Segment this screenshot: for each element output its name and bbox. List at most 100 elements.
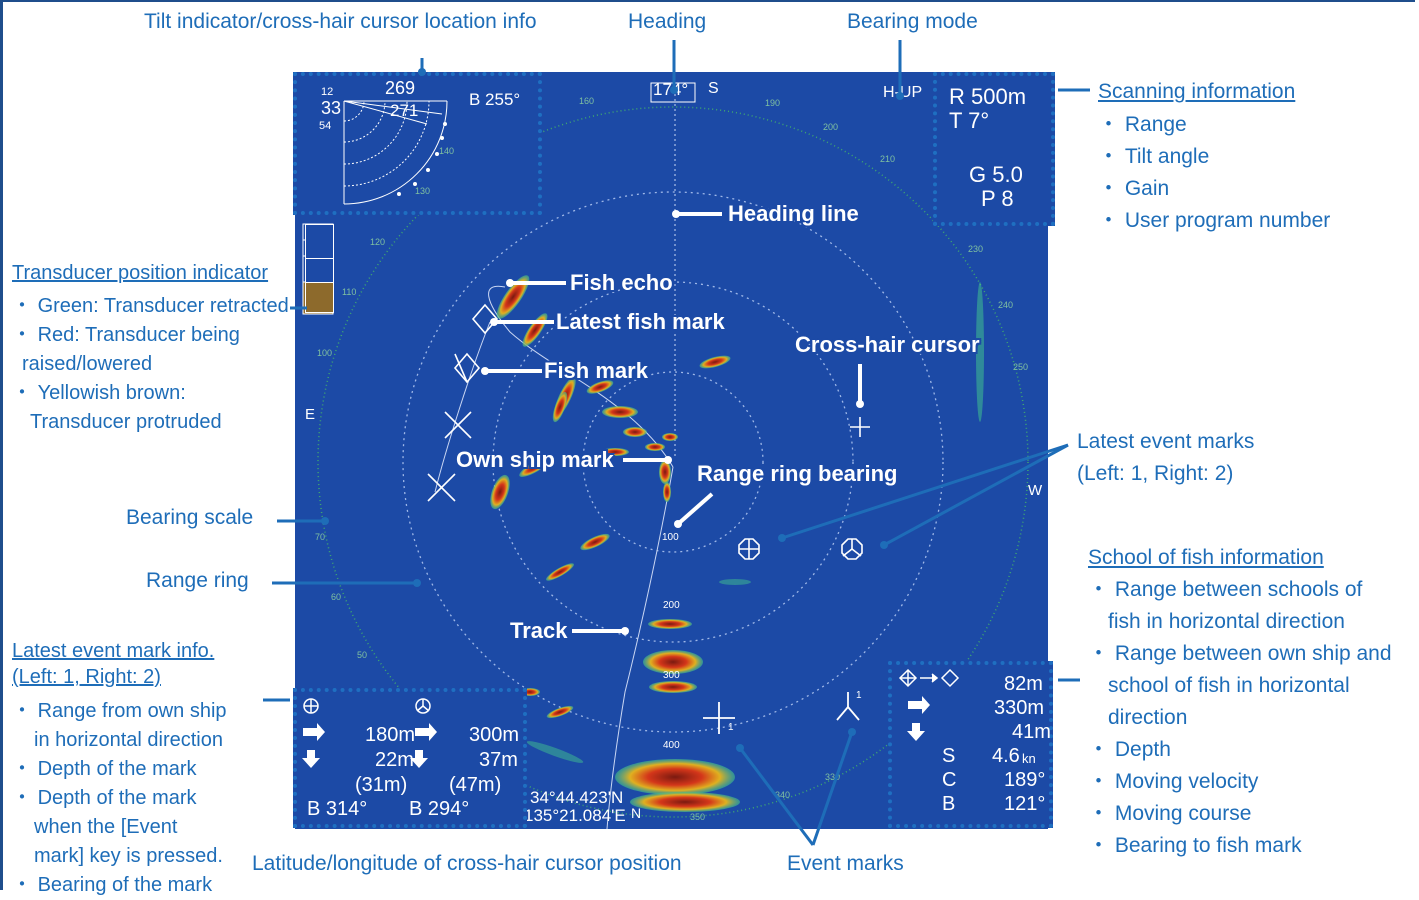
ring-label-200: 200	[663, 600, 680, 611]
range-rings	[402, 191, 944, 733]
scanning-info-box: R 500m T 7° G 5.0 P 8	[933, 72, 1055, 226]
event2-press-depth: (47m)	[449, 774, 502, 796]
scan-program: P 8	[981, 186, 1014, 211]
school-info-box: 82m 330m 41m S 4.6 kn C 189° B 121°	[888, 661, 1053, 828]
heading-letter: S	[708, 80, 719, 97]
range-ring-callout: Range ring	[146, 569, 249, 592]
latest-event-marks-callout: Latest event marks	[1077, 430, 1255, 453]
ring-label-100: 100	[662, 532, 679, 543]
ring-label-300: 300	[663, 670, 680, 681]
transducer-position-indicator	[305, 224, 334, 313]
latest-event-marks	[738, 538, 863, 560]
bearing-tick: 340	[775, 790, 791, 800]
school-bearing: 121°	[1004, 793, 1046, 815]
event1-depth: 22m	[375, 749, 414, 771]
event-mark-sub: 1	[728, 722, 734, 733]
school-ownship-range: 330m	[994, 697, 1045, 719]
bearing-scale-ring	[317, 106, 1029, 818]
transducer-item: ・ Green: Transducer retracted	[12, 295, 289, 317]
school-info-list: ・ Range between schools of fish in horiz…	[1088, 574, 1392, 862]
school-item: ・ Moving course	[1088, 802, 1252, 825]
longitude-value: 135°21.084'E	[524, 806, 626, 825]
event2-bearing: B 294°	[409, 798, 470, 820]
school-item: school of fish in horizontal	[1108, 674, 1350, 697]
fish-mark-label: Fish mark	[544, 358, 648, 383]
event1-bearing: B 314°	[307, 798, 368, 820]
scanning-info-title: Scanning information	[1098, 80, 1296, 103]
bearing-tick: 50	[357, 650, 368, 660]
fish-echoes	[490, 275, 984, 812]
school-bearing-label: B	[942, 793, 956, 815]
transducer-item: Transducer protruded	[30, 411, 222, 433]
scanning-item: ・ User program number	[1098, 209, 1331, 232]
fish-marks	[453, 303, 499, 384]
school-info-title: School of fish information	[1088, 546, 1324, 569]
bearing-scale-callout: Bearing scale	[126, 506, 254, 529]
track-label: Track	[510, 618, 568, 643]
event-info-item: ・ Range from own ship	[12, 700, 227, 722]
transducer-item: ・ Yellowish brown:	[12, 382, 186, 404]
tilt-top-value: 269	[385, 78, 416, 98]
tilt-tick-140: 140	[439, 146, 455, 156]
bearing-tick: 210	[880, 154, 896, 164]
event-info-item: ・ Depth of the mark	[12, 787, 197, 809]
tilt-arc-graphic	[343, 100, 448, 205]
event-info-item: ・ Depth of the mark	[12, 758, 197, 780]
event1-press-depth: (31m)	[355, 774, 408, 796]
range-ring-bearing-label: Range ring bearing	[697, 461, 898, 486]
tilt-left1: 12	[321, 86, 334, 98]
event-mark-x	[427, 411, 472, 502]
own-ship-mark-label: Own ship mark	[456, 447, 614, 472]
school-item: ・ Bearing to fish mark	[1088, 834, 1302, 857]
cross-hair-cursor-mark	[850, 417, 870, 437]
bearing-tick: 60	[331, 592, 342, 602]
latest-event-info-subtitle: (Left: 1, Right: 2)	[12, 666, 161, 688]
bearing-tick: 230	[968, 244, 984, 254]
scanning-item: ・ Tilt angle	[1098, 145, 1210, 168]
compass-E: E	[305, 406, 316, 423]
scanning-item: ・ Gain	[1098, 177, 1170, 200]
school-item: ・ Range between schools of	[1088, 578, 1363, 601]
school-course: 189°	[1004, 769, 1046, 791]
bearing-tick: 350	[690, 812, 706, 822]
heading-callout: Heading	[628, 10, 707, 33]
event-marks	[703, 692, 860, 734]
event-info-icons	[302, 698, 437, 768]
school-between-range: 82m	[1004, 673, 1043, 695]
cross-hair-cursor-label: Cross-hair cursor	[795, 332, 980, 357]
bearing-tick: 250	[1013, 362, 1029, 372]
school-speed: 4.6	[992, 745, 1020, 767]
track-line	[606, 466, 674, 829]
bearing-tick: 200	[823, 122, 839, 132]
bearing-tick: 330	[825, 772, 841, 782]
latlon-callout: Latitude/longitude of cross-hair cursor …	[252, 852, 682, 875]
bearing-tick: 240	[998, 300, 1014, 310]
event-info-item: when the [Event	[34, 816, 178, 838]
bearing-mode-value: H-UP	[883, 84, 923, 101]
scanning-info-list: ・ Range ・ Tilt angle ・ Gain ・ User progr…	[1098, 109, 1330, 237]
event-info-item: ・ Bearing of the mark	[12, 874, 213, 896]
scan-tilt: T 7°	[949, 108, 990, 133]
school-depth: 41m	[1012, 721, 1051, 743]
event-marks-callout: Event marks	[787, 852, 904, 875]
tilt-left2: 33	[321, 98, 342, 118]
tilt-tick-130: 130	[415, 186, 431, 196]
tilt-left3: 54	[319, 120, 332, 132]
tilt-mid-value: 271	[390, 101, 419, 120]
tilt-indicator-box: 269 271 12 33 54 B 255° 140 130	[293, 72, 542, 215]
school-speed-unit: kn	[1022, 751, 1036, 766]
transducer-list: ・ Green: Transducer retracted ・ Red: Tra…	[12, 292, 289, 437]
event1-range: 180m	[365, 724, 416, 746]
bearing-tick: 160	[579, 96, 595, 106]
school-course-label: C	[942, 769, 957, 791]
event-info-item: in horizontal direction	[34, 729, 223, 751]
scan-gain: G 5.0	[969, 162, 1023, 187]
school-item: ・ Moving velocity	[1088, 770, 1259, 793]
school-item: ・ Depth	[1088, 738, 1171, 761]
compass-N: N	[631, 805, 642, 821]
fish-echo-label: Fish echo	[570, 270, 673, 295]
tilt-info-callout: Tilt indicator/cross-hair cursor locatio…	[144, 10, 537, 33]
bearing-tick: 70	[315, 532, 326, 542]
school-item: direction	[1108, 706, 1188, 729]
